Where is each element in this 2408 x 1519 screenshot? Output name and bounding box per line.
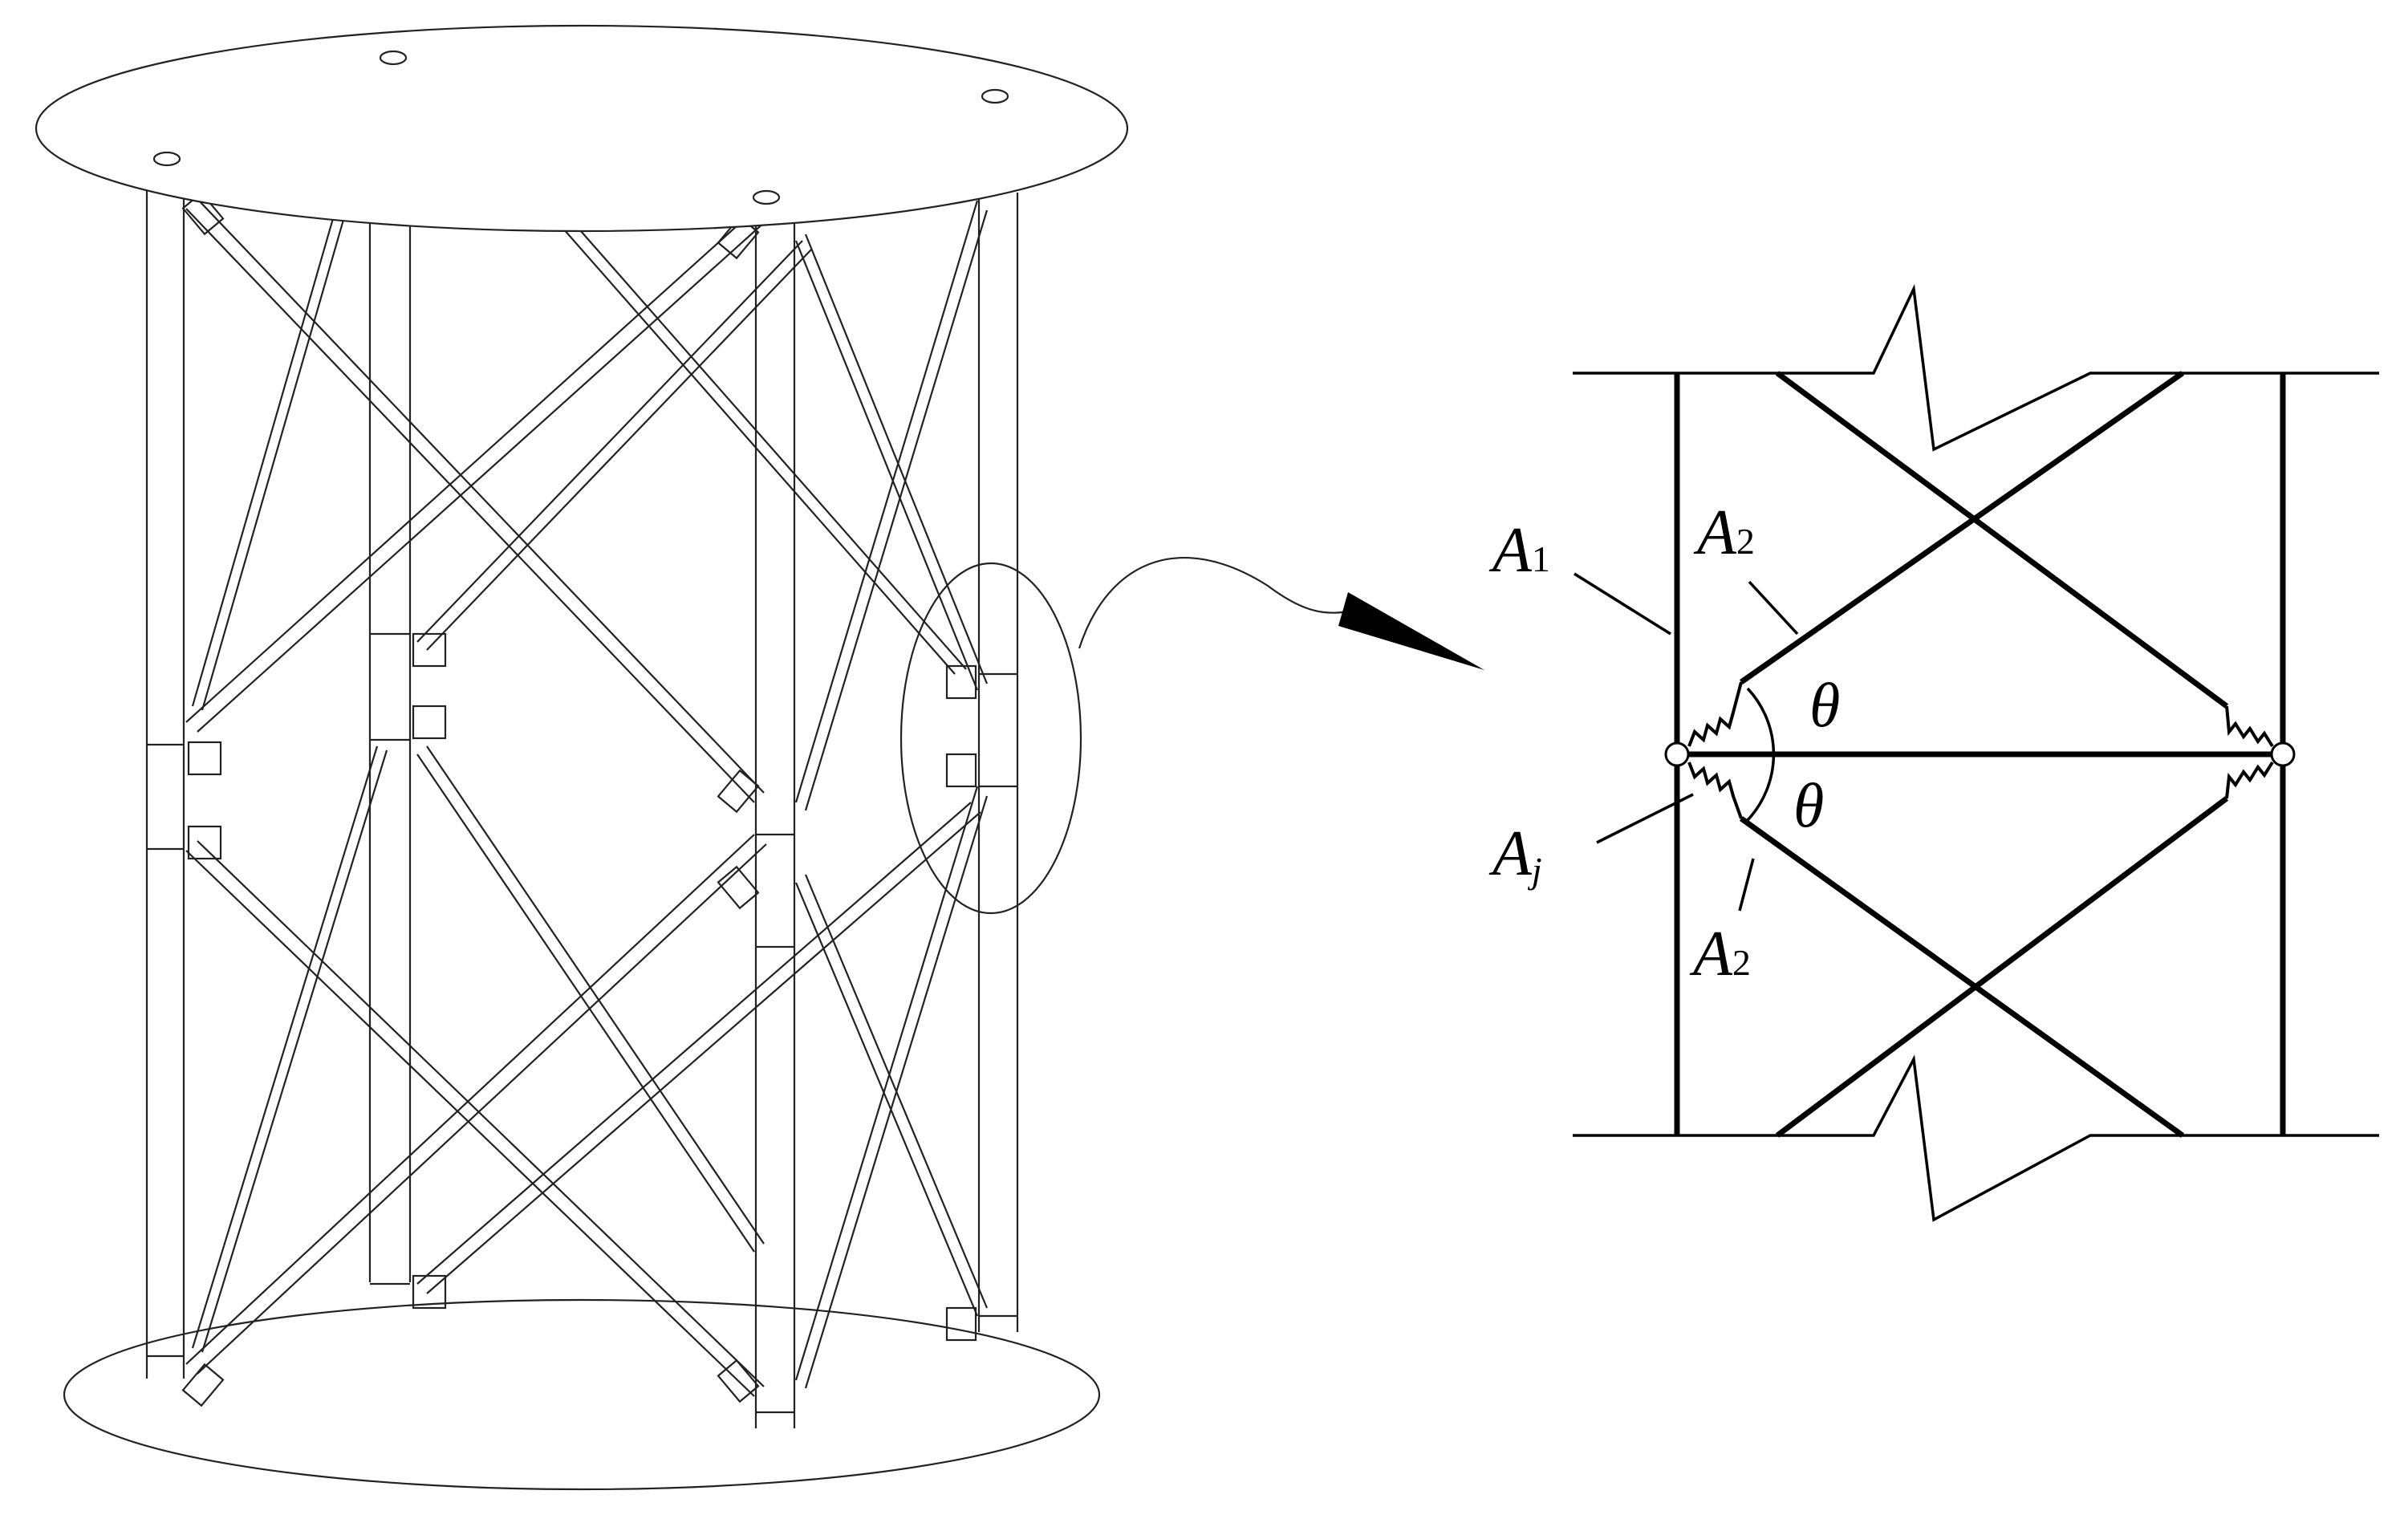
leader-a2-upper (1748, 580, 1799, 636)
spring-upper-right (2225, 705, 2274, 748)
leader-a2-lower (1738, 858, 1755, 912)
label-a2-upper: A2 (1693, 498, 1755, 568)
leader-lines (1574, 572, 1799, 912)
top-boundary-line (1573, 283, 2379, 452)
leader-aj (1596, 793, 1694, 844)
tower-braces (185, 198, 989, 1397)
detail-callout-ellipse (899, 562, 1082, 915)
top-plate (35, 24, 1129, 233)
label-theta-upper: θ (1809, 670, 1840, 740)
spring-lower-right (2225, 761, 2274, 799)
lower-brace-left (1739, 816, 2185, 1138)
top-plate-bolts (152, 50, 1009, 205)
label-a1: A1 (1488, 515, 1550, 586)
lower-brace-right (1775, 796, 2229, 1138)
label-a2-lower: A2 (1689, 919, 1751, 989)
bottom-boundary-line (1573, 1054, 2379, 1222)
joint-plates (181, 191, 977, 1407)
upper-brace-right (1739, 371, 2185, 684)
spring-upper-left (1687, 681, 1743, 747)
detail-schematic: A1 A2 Aj A2 θ θ (1488, 283, 2379, 1222)
bottom-plate (63, 1298, 1101, 1491)
tower-columns (145, 183, 1019, 1428)
spring-elements (1687, 681, 2274, 819)
callout-curve (1078, 557, 1357, 649)
callout-arrow (1078, 557, 1484, 670)
pin-joint-left (1664, 741, 1690, 767)
tower-3d-view (35, 24, 1129, 1491)
pin-joint-right (2270, 741, 2296, 767)
label-theta-lower: θ (1793, 770, 1824, 840)
upper-brace-left (1775, 371, 2229, 709)
leader-a1 (1574, 572, 1671, 636)
spring-lower-left (1687, 762, 1743, 819)
callout-arrowhead (1338, 592, 1484, 670)
theta-angle-arc (1746, 687, 1776, 822)
label-aj: Aj (1488, 818, 1542, 891)
